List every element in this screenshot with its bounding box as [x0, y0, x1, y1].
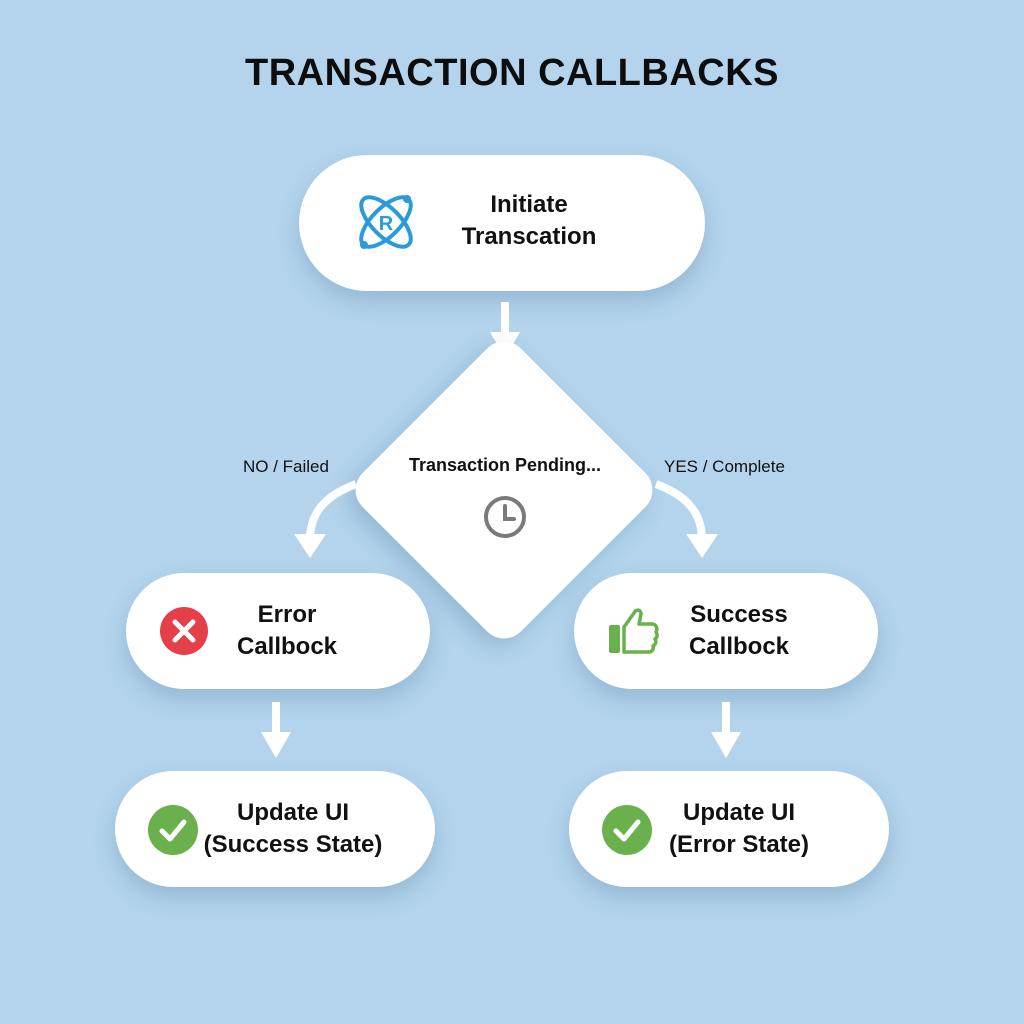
clock-icon: [484, 496, 526, 538]
update-ui-success-label: Update UI (Success State): [203, 799, 383, 858]
pending-decision-label: Transaction Pending...: [408, 455, 602, 475]
initiate-transaction-label: Initiate Transcation: [461, 191, 597, 250]
error-x-icon: [160, 607, 208, 655]
arrow-down-icon: [261, 702, 291, 758]
initiate-transaction-node: R Initiate Transcation: [299, 155, 705, 291]
arrow-down-icon: [711, 702, 741, 758]
react-atom-icon: R: [359, 195, 413, 249]
svg-text:R: R: [379, 213, 394, 235]
diagram-title: TRANSACTION CALLBACKS: [244, 52, 780, 94]
curved-arrow-left-icon: [294, 480, 358, 558]
error-callback-node: Error Callbock: [126, 573, 430, 689]
success-callback-node: Success Callbock: [574, 573, 878, 689]
curved-arrow-right-icon: [654, 480, 718, 558]
check-circle-icon: [148, 805, 198, 855]
update-ui-success-node: Update UI (Success State): [115, 771, 435, 887]
thumbs-up-icon: [609, 608, 659, 654]
update-ui-error-node: Update UI (Error State): [569, 771, 889, 887]
check-circle-icon: [602, 805, 652, 855]
branch-label-no-failed: NO / Failed: [243, 457, 329, 476]
success-callback-label: Success Callbock: [688, 601, 790, 660]
error-callback-label: Error Callbock: [236, 601, 338, 660]
branch-label-yes-complete: YES / Complete: [664, 457, 785, 476]
update-ui-error-label: Update UI (Error State): [668, 799, 810, 858]
